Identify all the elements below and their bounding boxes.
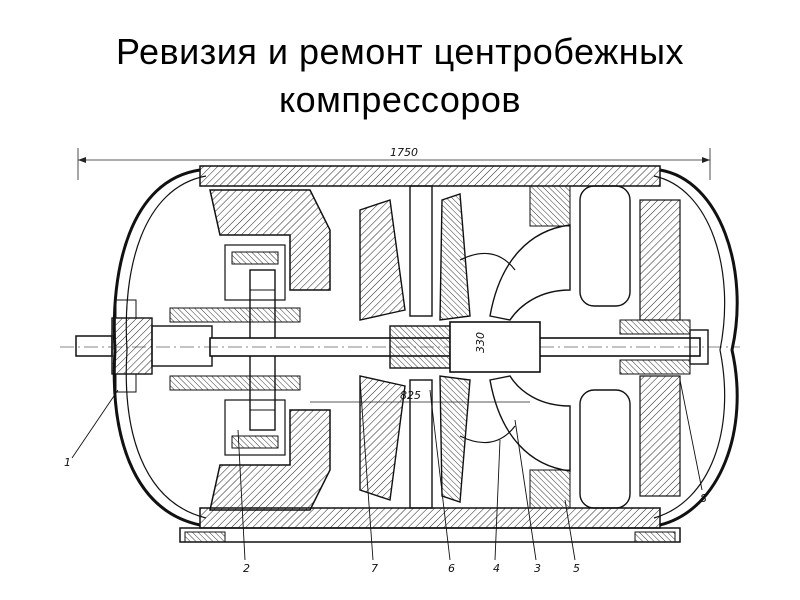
diaphragms [409, 185, 681, 509]
dimension-330: 330 [474, 332, 487, 353]
overall-dimension: 1750 [77, 146, 711, 180]
left-shaft-end [75, 299, 213, 393]
callout-7: 7 [371, 562, 378, 575]
impellers [359, 193, 571, 503]
casing [112, 165, 739, 543]
slide-title-line-1: Ревизия и ремонт центробежных [116, 31, 684, 72]
callout-5: 5 [573, 562, 580, 575]
slide-title-line-2: компрессоров [278, 79, 522, 120]
callout-leaders [71, 379, 703, 561]
compressor-cross-section-drawing: 1750 [60, 146, 740, 575]
gearbox-housing [169, 189, 331, 511]
dimension-1750: 1750 [390, 146, 418, 159]
slide-title: Ревизия и ремонт центробежных компрессор… [0, 28, 800, 124]
dimension-825: 825 [400, 389, 421, 402]
callout-3: 3 [534, 562, 541, 575]
callout-1: 1 [64, 456, 71, 469]
wheel-dimension: 825 [310, 389, 530, 403]
callout-labels: 1 2 7 6 4 3 5 8 [64, 456, 707, 575]
right-bearing [619, 319, 709, 375]
callout-2: 2 [243, 562, 250, 575]
callout-4: 4 [493, 562, 500, 575]
callout-6: 6 [448, 562, 455, 575]
callout-8: 8 [700, 492, 707, 505]
main-shaft: 330 [60, 321, 740, 373]
